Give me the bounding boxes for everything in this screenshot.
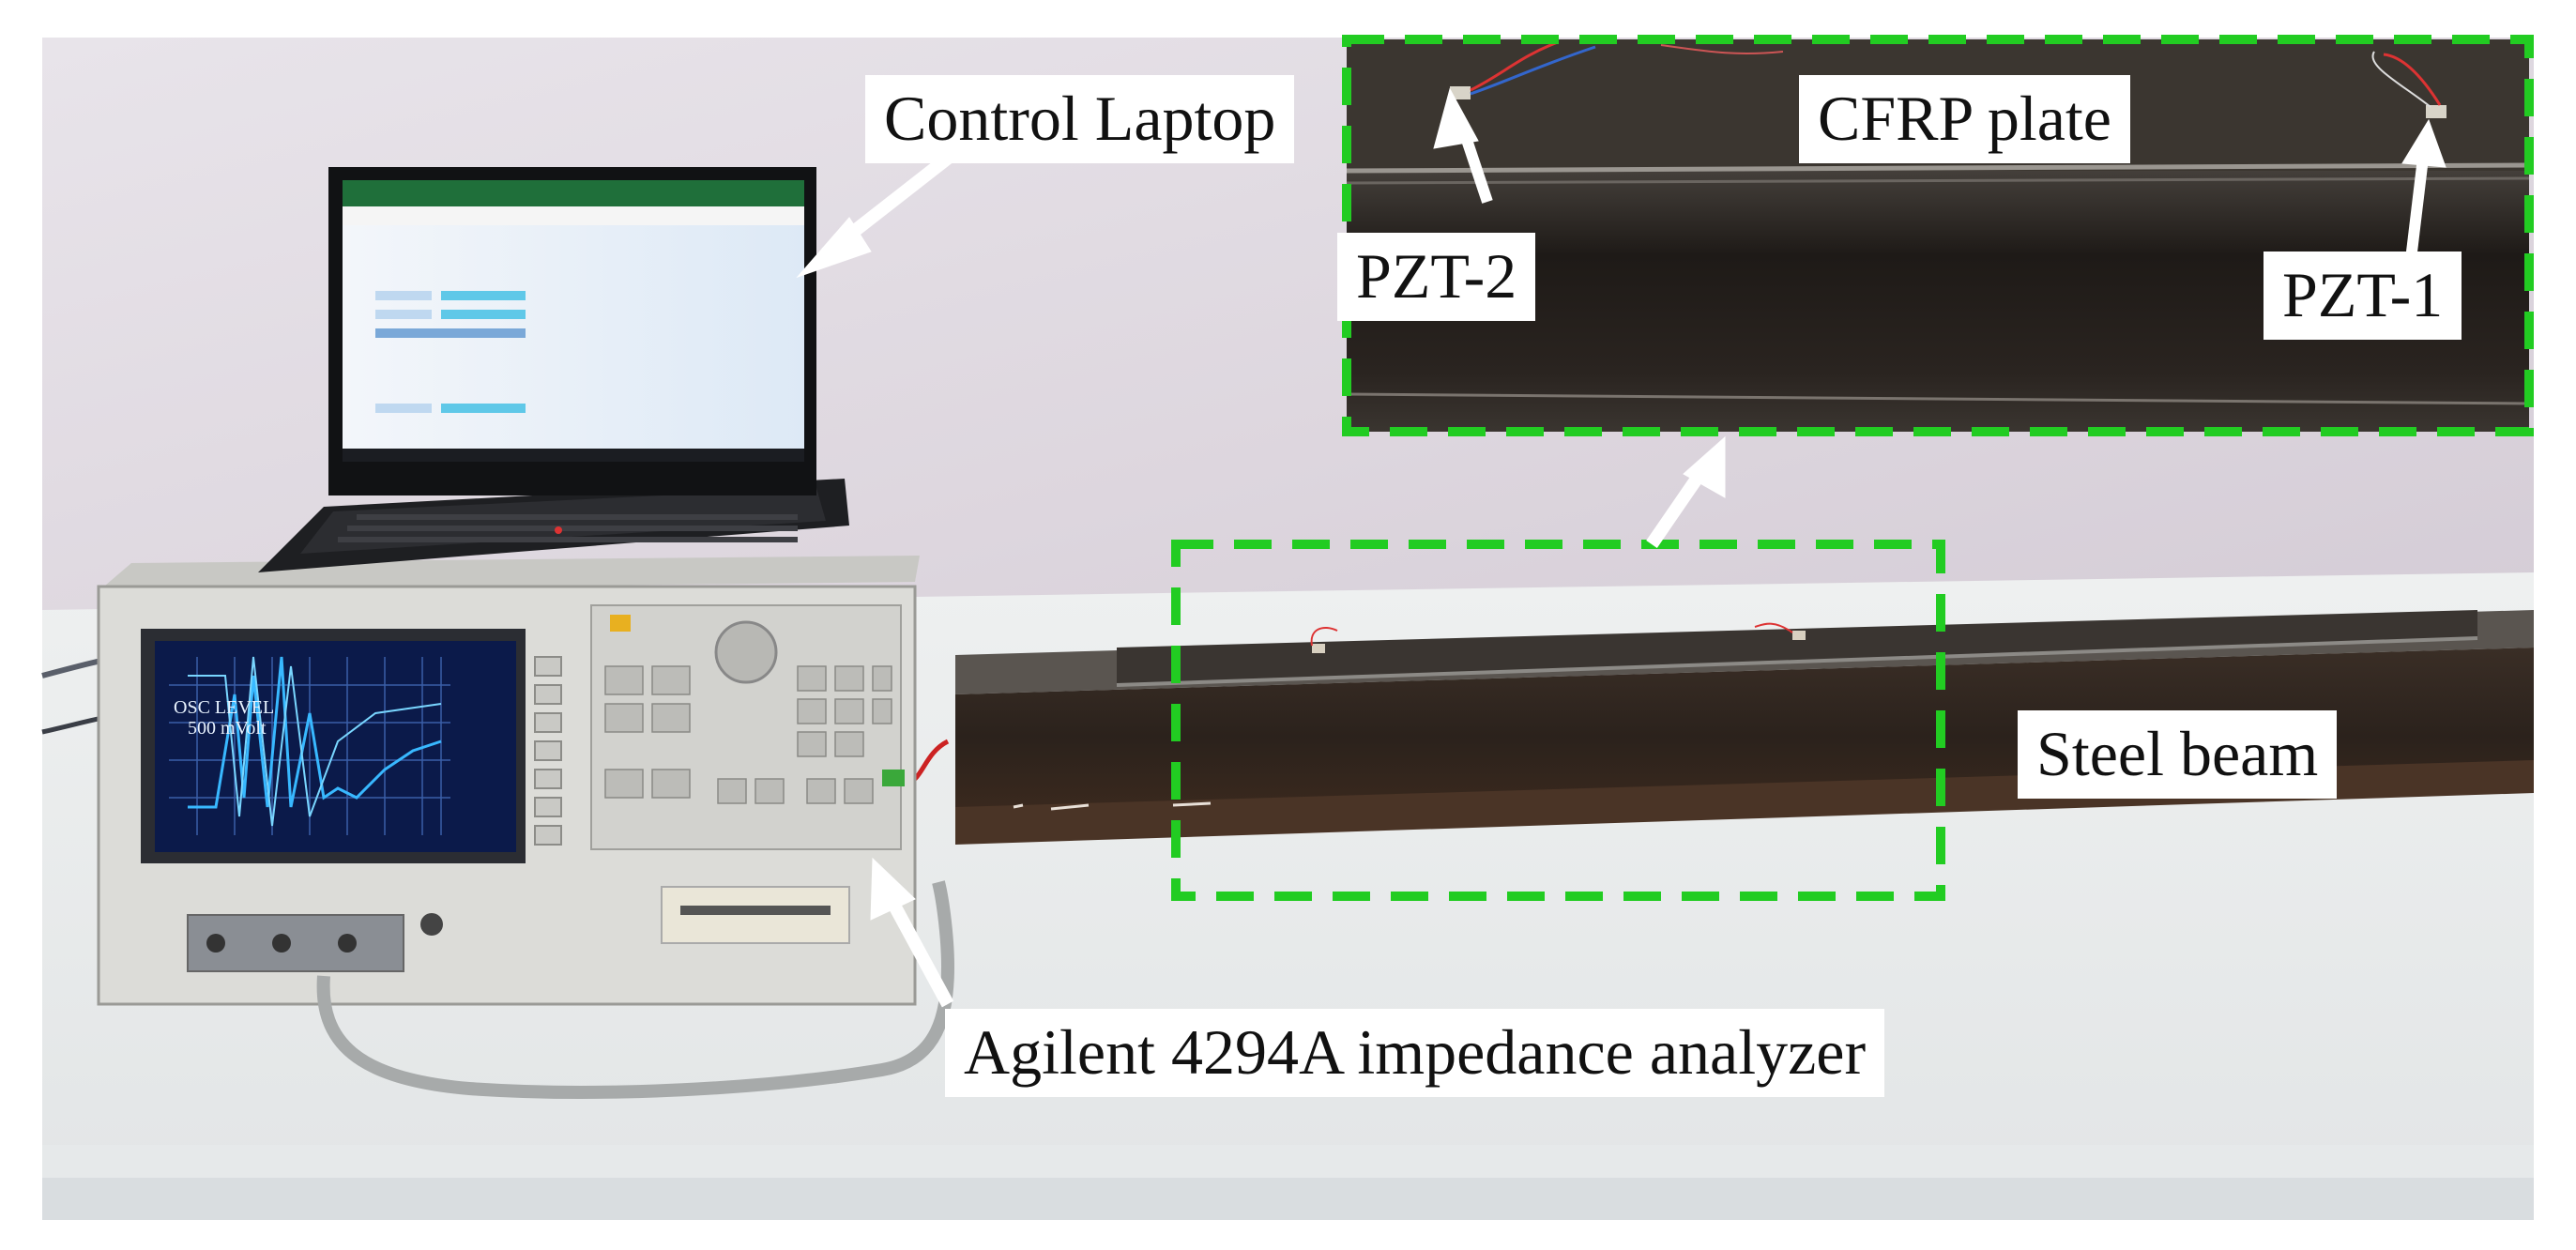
- callout-arrows: [796, 87, 2446, 1008]
- beam-region-highlight-box: [1171, 540, 1945, 901]
- taskbar: [343, 449, 804, 462]
- analyzer-arrow: [880, 888, 954, 1008]
- laptop-screen: [343, 180, 804, 462]
- pzt-sensor: [1312, 644, 1325, 653]
- spreadsheet-cells: [375, 291, 526, 413]
- green-key: [882, 770, 905, 786]
- inset-highlight-box: [1342, 35, 2534, 436]
- pzt-1-wire: [2383, 53, 2442, 106]
- trackpoint: [555, 526, 562, 534]
- fixture-connector: [272, 934, 291, 953]
- cfrp-plate-label: CFRP plate: [1799, 75, 2130, 163]
- impedance-trace: [188, 656, 442, 809]
- laptop: [258, 167, 849, 572]
- keypad-keys: [604, 665, 892, 804]
- rotary-knob: [714, 620, 778, 684]
- inset-wire: [1660, 44, 1784, 54]
- excel-ribbon: [343, 180, 804, 206]
- fixture-connector: [206, 934, 225, 953]
- inset-link-arrowhead: [1683, 435, 1726, 498]
- fixture-connector: [420, 913, 443, 936]
- beam-scratches: [1013, 801, 1212, 811]
- adhesive-line: [1346, 176, 2530, 185]
- control-laptop-label: Control Laptop: [865, 75, 1295, 163]
- pzt-2-wire: [1470, 45, 1596, 96]
- laptop-arrowhead: [796, 217, 872, 279]
- screen-readout-line2: 500 mVolt: [188, 718, 267, 739]
- fixture-connector: [338, 934, 357, 953]
- laptop-keys: [338, 514, 798, 542]
- pzt-1-arrow: [2404, 149, 2430, 268]
- amber-key: [610, 615, 631, 632]
- impedance-analyzer: OSC LEVEL 500 mVolt: [97, 556, 955, 1099]
- cfrp-plate-edge: [1116, 636, 2478, 687]
- pzt-1-arrowhead: [2401, 118, 2446, 168]
- pzt-1-wire: [2371, 51, 2431, 108]
- pzt-2-wire: [1470, 40, 1559, 92]
- pzt-2-label: PZT-2: [1337, 233, 1536, 321]
- inset-link-arrow: [1646, 465, 1709, 548]
- table-front: [42, 1178, 2534, 1220]
- test-cable: [316, 880, 955, 1099]
- phase-trace: [188, 656, 442, 827]
- screen-grid: [169, 657, 450, 835]
- steel-beam-label: Steel beam: [2018, 710, 2338, 799]
- pzt-sensor: [1792, 631, 1806, 640]
- softkey-buttons: [534, 656, 562, 846]
- analyzer-label: Agilent 4294A impedance analyzer: [945, 1009, 1885, 1097]
- cfrp-edge: [1346, 162, 2530, 174]
- beam-cable: [913, 739, 950, 781]
- pzt-2-sensor: [1450, 86, 1471, 99]
- pzt-1-sensor: [2426, 105, 2446, 118]
- pzt-2-arrowhead: [1433, 87, 1479, 149]
- sensor-wire: [1754, 622, 1793, 633]
- sensor-wire: [1310, 627, 1338, 647]
- screen-readout-line1: OSC LEVEL: [174, 697, 274, 718]
- analyzer-arrowhead: [870, 857, 916, 921]
- cfrp-plate-on-beam: [1117, 610, 2477, 685]
- flange-edge: [1346, 392, 2530, 405]
- pzt-1-label: PZT-1: [2264, 252, 2462, 340]
- floppy-slot: [680, 906, 831, 915]
- excel-toolbar: [343, 206, 804, 225]
